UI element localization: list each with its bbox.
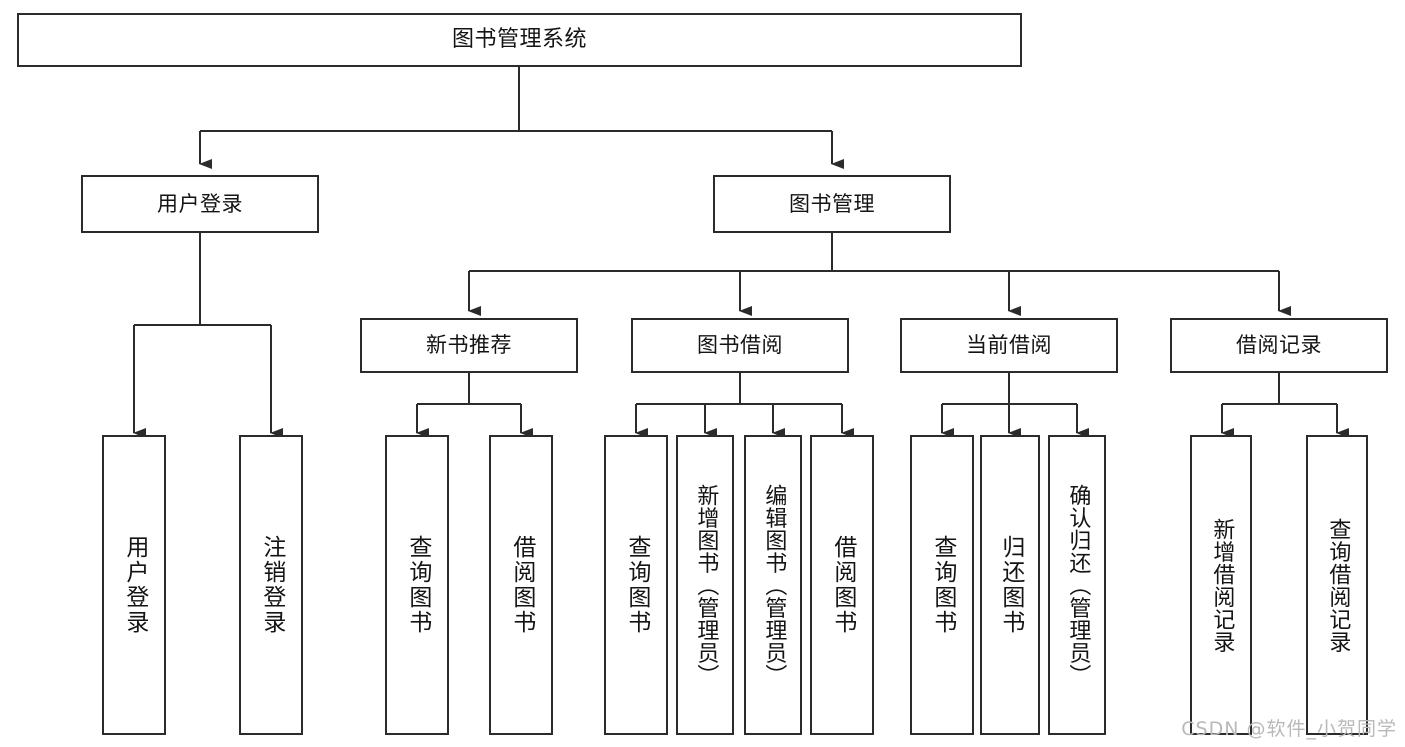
node-root-label: 图书管理系统 [451,27,587,53]
node-user-login[interactable]: 用户登录 [81,175,319,233]
leaf-nb-borrow-book[interactable]: 借阅图书 [489,435,553,735]
leaf-bb-query-book[interactable]: 查询图书 [604,435,668,735]
node-book-manage[interactable]: 图书管理 [713,175,951,233]
node-borrow-record[interactable]: 借阅记录 [1170,318,1388,373]
leaf-bb-edit-book-label: 编辑图书（管理员） [761,483,787,687]
leaf-cb-return-book-label: 归还图书 [997,535,1024,635]
leaf-br-add-record[interactable]: 新增借阅记录 [1190,435,1252,735]
leaf-user-login-label: 用户登录 [121,535,148,635]
leaf-nb-query-book-label: 查询图书 [404,535,431,635]
watermark: CSDN @软件_小贺同学 [1181,718,1397,740]
leaf-cb-confirm-return-label: 确认归还（管理员） [1065,483,1091,687]
leaf-user-login[interactable]: 用户登录 [102,435,166,735]
node-user-login-label: 用户登录 [157,191,243,216]
leaf-cb-query-book-label: 查询图书 [929,535,956,635]
leaf-nb-query-book[interactable]: 查询图书 [385,435,449,735]
leaf-logout-label: 注销登录 [258,535,285,635]
node-book-borrow[interactable]: 图书借阅 [631,318,849,373]
leaf-bb-query-book-label: 查询图书 [623,535,650,635]
node-new-book-recommend[interactable]: 新书推荐 [360,318,578,373]
leaf-bb-add-book[interactable]: 新增图书（管理员） [676,435,734,735]
leaf-bb-add-book-label: 新增图书（管理员） [693,483,719,687]
node-book-manage-label: 图书管理 [789,191,875,216]
leaf-logout[interactable]: 注销登录 [239,435,303,735]
node-new-book-recommend-label: 新书推荐 [426,333,512,358]
node-current-borrow[interactable]: 当前借阅 [900,318,1118,373]
leaf-cb-return-book[interactable]: 归还图书 [980,435,1040,735]
leaf-br-add-record-label: 新增借阅记录 [1209,517,1235,653]
leaf-bb-edit-book[interactable]: 编辑图书（管理员） [744,435,802,735]
node-current-borrow-label: 当前借阅 [966,333,1052,358]
node-borrow-record-label: 借阅记录 [1236,333,1322,358]
leaf-br-query-record-label: 查询借阅记录 [1325,517,1351,653]
leaf-bb-borrow-book[interactable]: 借阅图书 [810,435,874,735]
leaf-nb-borrow-book-label: 借阅图书 [508,535,535,635]
leaf-bb-borrow-book-label: 借阅图书 [829,535,856,635]
leaf-cb-confirm-return[interactable]: 确认归还（管理员） [1048,435,1106,735]
leaf-cb-query-book[interactable]: 查询图书 [910,435,974,735]
node-root[interactable]: 图书管理系统 [17,13,1022,67]
leaf-br-query-record[interactable]: 查询借阅记录 [1306,435,1368,735]
node-book-borrow-label: 图书借阅 [697,333,783,358]
